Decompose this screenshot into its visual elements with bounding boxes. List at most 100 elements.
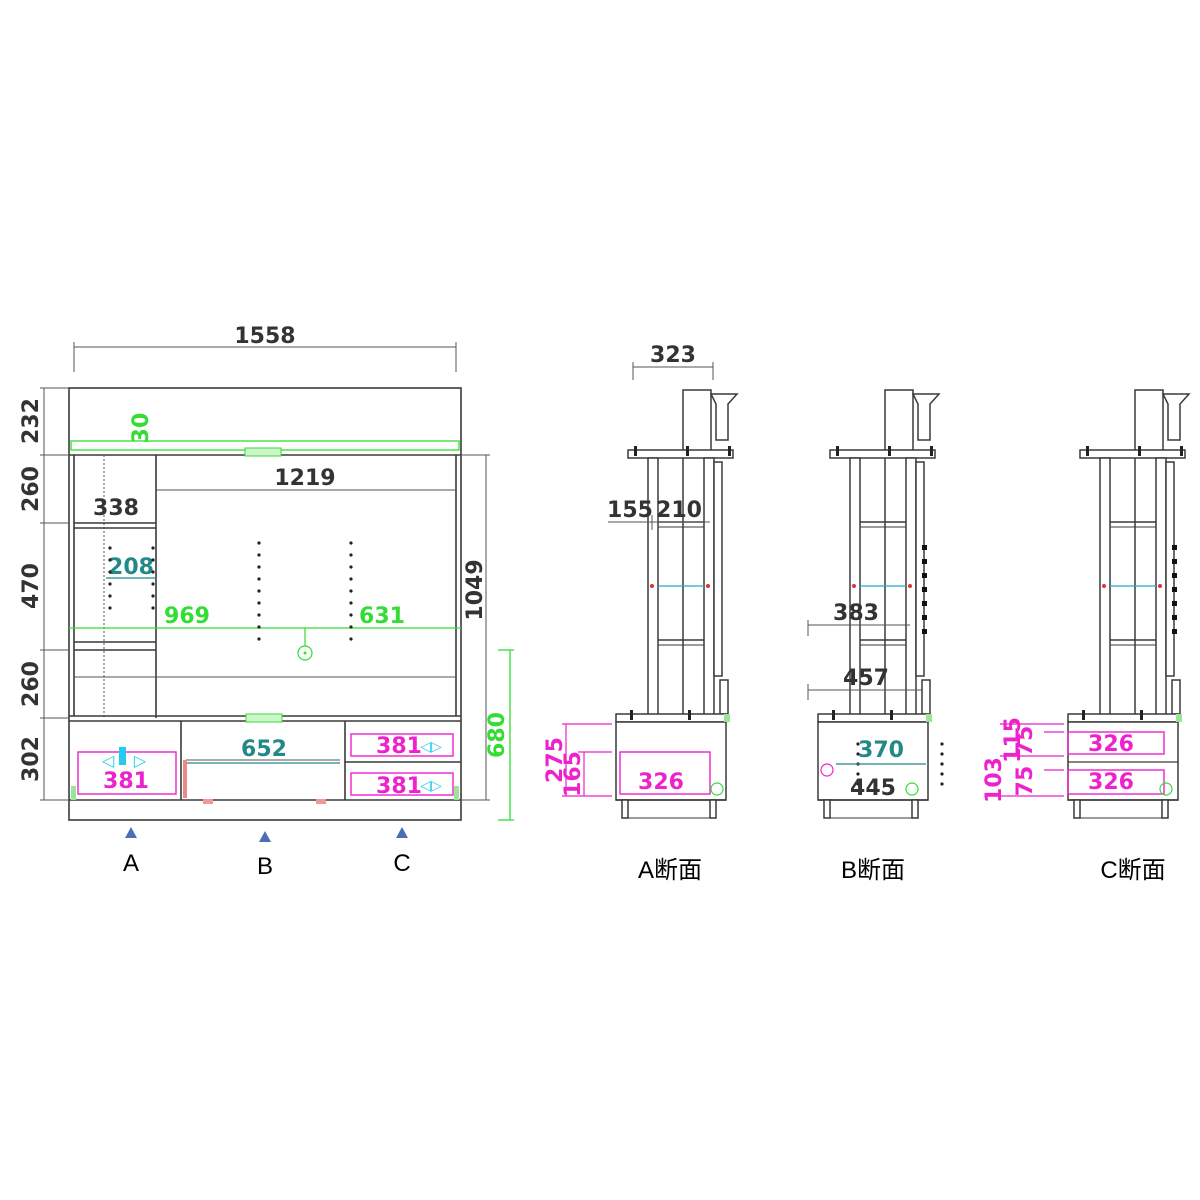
rear-post — [719, 679, 729, 715]
peg-hole — [349, 637, 353, 641]
fixing-bolt — [634, 446, 637, 456]
peg-hole — [257, 589, 261, 593]
bracket-hole — [922, 601, 927, 606]
section-top-shelf — [1079, 449, 1186, 459]
rear-foot — [1161, 799, 1169, 819]
drawer-right-top-arrows: ◁▷ — [420, 739, 442, 755]
shelf-support — [706, 584, 710, 588]
section-b-marker-arrow — [259, 831, 271, 842]
bracket-hole — [1172, 559, 1177, 564]
fixing-bolt — [688, 710, 691, 720]
section-a-shelf-front: 155 — [607, 498, 653, 523]
shelf-support — [908, 584, 912, 588]
peg-hole — [151, 582, 155, 586]
hinge-mark — [183, 760, 187, 798]
front-foot — [1073, 799, 1081, 819]
tv-panel — [713, 461, 723, 677]
fixing-bolt — [930, 446, 933, 456]
top-bracket — [1161, 393, 1191, 441]
tv-panel — [1165, 461, 1175, 677]
section-a-title: A断面 — [638, 857, 702, 884]
peg-hole — [151, 558, 155, 562]
bracket-hole — [1172, 629, 1177, 634]
peg-hole — [257, 577, 261, 581]
peg-hole — [856, 742, 860, 746]
peg-hole — [856, 772, 860, 776]
peg-hole — [349, 589, 353, 593]
bracket-hole — [922, 615, 927, 620]
peg-hole — [940, 762, 944, 766]
drawer-left-arrow-right: ▷ — [134, 751, 147, 770]
fixing-bolt — [1180, 446, 1183, 456]
fixing-bolt — [890, 710, 893, 720]
drawer-right-bottom-arrows: ◁▷ — [420, 778, 442, 794]
top-shelf-30-label: 30 — [129, 413, 154, 444]
height-302-label: 302 — [19, 736, 44, 782]
section-c-body — [1067, 389, 1191, 819]
fixing-bolt — [686, 446, 689, 456]
peg-hole — [151, 594, 155, 598]
section-c-h103: 103 — [982, 757, 1007, 803]
front-foot — [823, 799, 831, 819]
peg-hole — [940, 782, 944, 786]
section-a-marker-arrow — [125, 827, 137, 838]
peg-hole — [257, 625, 261, 629]
peg-hole — [108, 594, 112, 598]
fixing-bolt — [728, 446, 731, 456]
shelf-support — [650, 584, 654, 588]
section-c-drawer-top-box — [1067, 731, 1165, 755]
green-mark — [454, 786, 459, 800]
bracket-hole — [922, 559, 927, 564]
cable-hole — [297, 645, 313, 661]
bracket-hole — [922, 587, 927, 592]
section-a-drawer-label: 326 — [638, 770, 684, 795]
shelf-support — [1102, 584, 1106, 588]
peg-hole — [349, 541, 353, 545]
bracket-hole — [1172, 587, 1177, 592]
section-b-d445: 445 — [850, 776, 896, 801]
peg-hole — [151, 570, 155, 574]
section-b: 383 457 370 445 B断面 — [807, 389, 944, 884]
section-b-title: B断面 — [841, 857, 905, 884]
peg-hole — [940, 772, 944, 776]
drawer-right-bottom-box — [350, 772, 454, 796]
drawer-left-label: 381 — [103, 769, 149, 794]
section-b-hinge — [820, 763, 834, 777]
tv-panel — [915, 461, 925, 677]
section-c-drawer-top: 326 — [1088, 732, 1134, 757]
green-mark — [1176, 714, 1182, 722]
peg-hole — [940, 752, 944, 756]
fixing-bolt — [836, 446, 839, 456]
section-b-cable-hole — [905, 782, 919, 796]
cable-hole-center — [303, 651, 307, 655]
peg-hole — [257, 541, 261, 545]
fixing-bolt — [888, 446, 891, 456]
left-col-width-label: 338 — [93, 496, 139, 521]
top-bracket — [911, 393, 941, 441]
fixing-bolt — [832, 710, 835, 720]
rear-foot — [709, 799, 717, 819]
section-c-drawer-bottom: 326 — [1088, 770, 1134, 795]
bracket-hole — [1172, 573, 1177, 578]
peg-hole — [257, 553, 261, 557]
peg-hole — [108, 582, 112, 586]
peg-hole — [349, 565, 353, 569]
section-c-h75a: 75 — [1013, 726, 1038, 757]
fixing-bolt — [1082, 710, 1085, 720]
bracket-hole — [1172, 545, 1177, 550]
drawer-left-arrow-left: ◁ — [101, 751, 115, 770]
peg-hole — [856, 782, 860, 786]
section-a-body — [615, 389, 739, 819]
section-a-depth-label: 323 — [650, 343, 696, 368]
height-680-label: 680 — [485, 712, 510, 758]
section-c-drawer-bottom-box — [1067, 769, 1165, 795]
peg-hole — [257, 637, 261, 641]
left-inner-label: 208 — [108, 555, 154, 580]
peg-hole — [349, 601, 353, 605]
section-c-title: C断面 — [1100, 857, 1165, 884]
drawer-right-top-label: 381 — [376, 734, 422, 759]
section-a-drawer-box — [619, 751, 711, 795]
peg-hole — [108, 606, 112, 610]
drawer-left-handle — [119, 747, 126, 765]
panel-right-label: 631 — [359, 604, 405, 629]
